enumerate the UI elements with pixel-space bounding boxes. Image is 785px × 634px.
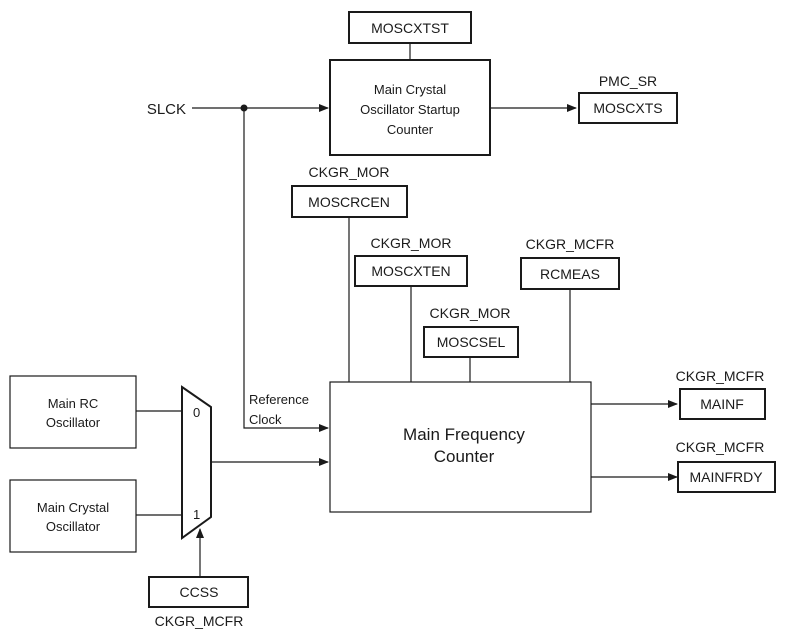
wire-slck-to-reference-clock xyxy=(243,108,329,432)
startup-counter-line1: Main Crystal xyxy=(374,82,446,97)
register-moscxtst: MOSCXTST xyxy=(348,11,472,44)
register-mainfrdy: CKGR_MCFR MAINFRDY xyxy=(676,439,776,493)
rcmeas-owner: CKGR_MCFR xyxy=(526,236,615,252)
register-moscxts: PMC_SR MOSCXTS xyxy=(578,73,678,124)
startup-counter-line3: Counter xyxy=(387,122,434,137)
main-rc-oscillator-line1: Main RC xyxy=(48,396,99,411)
moscrcen-field: MOSCRCEN xyxy=(308,194,390,210)
register-moscsel: CKGR_MOR MOSCSEL xyxy=(423,305,519,358)
moscsel-owner: CKGR_MOR xyxy=(430,305,511,321)
mainfrdy-field: MAINFRDY xyxy=(689,469,763,485)
main-crystal-oscillator-line1: Main Crystal xyxy=(37,500,109,515)
mux-input-0-label: 0 xyxy=(193,405,200,420)
mux-input-1-label: 1 xyxy=(193,507,200,522)
block-main-crystal-oscillator: Main Crystal Oscillator xyxy=(9,479,137,553)
clock-multiplexer: 0 1 xyxy=(181,385,212,540)
main-frequency-counter-line1: Main Frequency xyxy=(403,425,525,444)
mainf-field: MAINF xyxy=(700,396,744,412)
startup-counter-line2: Oscillator Startup xyxy=(360,102,460,117)
moscxts-owner: PMC_SR xyxy=(599,73,657,89)
reference-clock-label-line1: Reference xyxy=(249,392,309,407)
rcmeas-field: RCMEAS xyxy=(540,266,600,282)
ccss-field: CCSS xyxy=(180,584,219,600)
moscsel-field: MOSCSEL xyxy=(437,334,506,350)
mainf-owner: CKGR_MCFR xyxy=(676,368,765,384)
block-main-frequency-counter: Main Frequency Counter xyxy=(329,381,592,513)
moscrcen-owner: CKGR_MOR xyxy=(309,164,390,180)
block-startup-counter: Main Crystal Oscillator Startup Counter xyxy=(329,59,491,156)
block-main-rc-oscillator: Main RC Oscillator xyxy=(9,375,137,449)
slck-label: SLCK xyxy=(147,101,186,118)
main-crystal-oscillator-line2: Oscillator xyxy=(46,519,101,534)
moscxten-owner: CKGR_MOR xyxy=(371,235,452,251)
main-rc-oscillator-line2: Oscillator xyxy=(46,415,101,430)
moscxtst-field: MOSCXTST xyxy=(371,20,449,36)
register-rcmeas: CKGR_MCFR RCMEAS xyxy=(520,236,620,290)
register-moscrcen: CKGR_MOR MOSCRCEN xyxy=(291,164,408,218)
wires xyxy=(136,43,678,577)
register-mainf: CKGR_MCFR MAINF xyxy=(676,368,766,420)
moscxten-field: MOSCXTEN xyxy=(371,263,450,279)
mainfrdy-owner: CKGR_MCFR xyxy=(676,439,765,455)
register-ccss: CCSS CKGR_MCFR xyxy=(148,576,249,629)
ccss-owner: CKGR_MCFR xyxy=(155,613,244,629)
register-moscxten: CKGR_MOR MOSCXTEN xyxy=(354,235,468,287)
main-frequency-counter-line2: Counter xyxy=(434,447,495,466)
reference-clock-label-line2: Clock xyxy=(249,412,282,427)
moscxts-field: MOSCXTS xyxy=(593,100,662,116)
